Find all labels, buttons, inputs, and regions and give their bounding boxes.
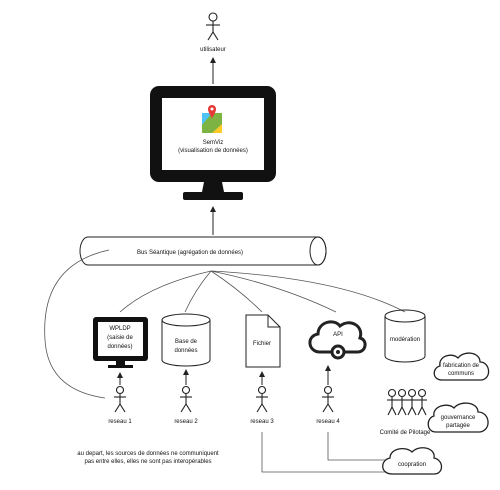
reseau-3-actor	[256, 385, 268, 413]
link-reseau3-cooperation	[261, 432, 392, 473]
map-pin-icon	[202, 105, 222, 133]
fabrication-cloud-icon	[433, 352, 490, 381]
wpldp-label-1: WPLDP	[109, 326, 130, 332]
fabrication-label-1: fabrication de	[443, 363, 480, 369]
moderation-icon	[384, 309, 426, 363]
api-cloud-icon	[308, 320, 367, 360]
bus-label: Bus Séantique (agrégation de données)	[137, 250, 243, 256]
reseau-2-label: reseau 2	[174, 419, 198, 425]
wpldp-label-2: (saisie de	[107, 335, 133, 341]
gouvernance-label-2: partagée	[446, 423, 470, 429]
database-label-1: Base de	[175, 339, 198, 345]
reseau-1-actor	[114, 385, 126, 413]
monitor-app-subtitle: (visualisation de données)	[178, 148, 248, 154]
reseau-3-label: reseau 3	[250, 419, 274, 425]
comite-actors	[387, 388, 427, 416]
bus-connectors	[44, 249, 406, 399]
monitor-icon	[150, 86, 276, 200]
database-label-2: données	[174, 348, 197, 354]
file-label: Fichier	[253, 341, 271, 347]
wpldp-label-3: données)	[107, 344, 132, 350]
wpldp-monitor-icon	[93, 317, 148, 368]
gouvernance-cloud-icon	[427, 402, 489, 433]
reseau-1-label: reseau 1	[108, 419, 132, 425]
file-icon	[245, 314, 281, 368]
note-line-1: au depart, les sources de données ne com…	[77, 451, 219, 457]
semantic-bus	[79, 236, 327, 266]
monitor-app-name: SemViz	[203, 140, 224, 146]
cooperation-label: coopration	[398, 462, 426, 468]
note-line-2: pas entre elles, elles ne sont pas inter…	[84, 459, 211, 465]
link-reseau4-cooperation	[327, 432, 392, 461]
user-actor	[206, 12, 220, 41]
fabrication-label-2: communs	[448, 371, 474, 377]
reseau-4-actor	[322, 385, 334, 413]
cooperation-cloud-icon	[382, 447, 443, 475]
comite-label: Comité de Pilotage	[380, 430, 431, 436]
api-label: API	[333, 332, 343, 338]
gouvernance-label-1: gouvernance	[441, 415, 476, 421]
reseau-4-label: reseau 4	[316, 419, 340, 425]
moderation-label: modération	[390, 337, 420, 343]
reseau-2-actor	[180, 385, 192, 413]
database-icon	[161, 313, 211, 367]
user-label: utilisateur	[200, 47, 226, 53]
